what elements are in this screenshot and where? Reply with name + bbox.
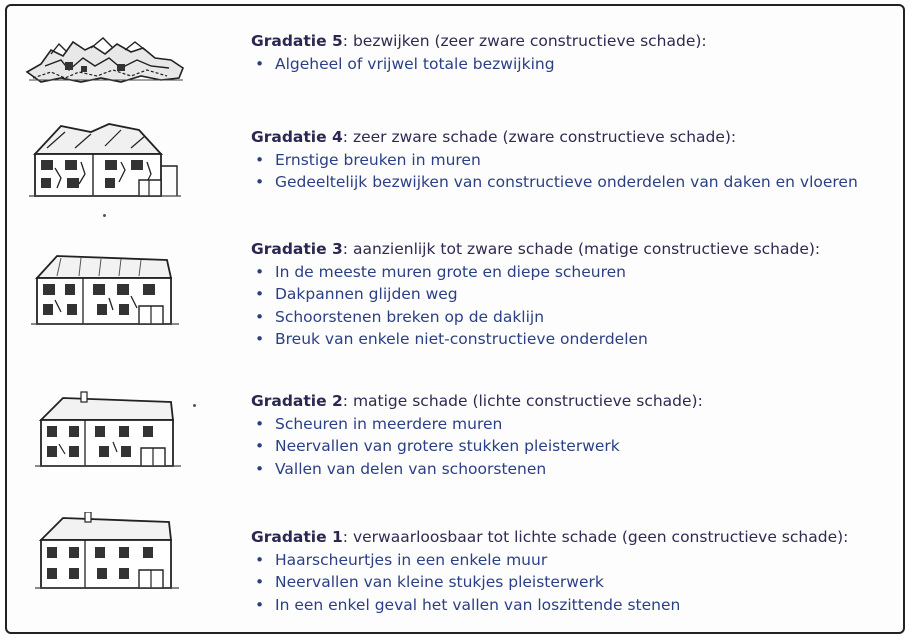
list-item: Schoorstenen breken op de daklijn: [251, 306, 820, 329]
grade-4-label: Gradatie 4: [251, 128, 343, 146]
grade-4-text: Gradatie 4: zeer zware schade (zware con…: [251, 126, 858, 194]
grade-1-text: Gradatie 1: verwaarloosbaar tot lichte s…: [251, 526, 848, 616]
heavily-damaged-building-icon: [21, 118, 191, 197]
grade-2-list: Scheuren in meerdere muren Neervallen va…: [251, 413, 703, 481]
grade-4-title: Gradatie 4: zeer zware schade (zware con…: [251, 126, 858, 149]
list-item: Gedeeltelijk bezwijken van constructieve…: [251, 171, 858, 194]
grade-3-label: Gradatie 3: [251, 240, 343, 258]
grade-1-description: : verwaarloosbaar tot lichte schade (gee…: [342, 528, 849, 546]
grade-4-description: : zeer zware schade (zware constructieve…: [342, 128, 737, 146]
moderately-damaged-building-icon: [21, 390, 191, 467]
grade-5-text: Gradatie 5: bezwijken (zeer zware constr…: [251, 30, 707, 75]
grade-3-text: Gradatie 3: aanzienlijk tot zware schade…: [251, 238, 820, 351]
scan-speck: [103, 214, 106, 217]
list-item: Breuk van enkele niet-constructieve onde…: [251, 328, 820, 351]
slightly-damaged-building-icon: [21, 511, 191, 589]
collapsed-building-icon: [21, 20, 191, 92]
grade-1-title: Gradatie 1: verwaarloosbaar tot lichte s…: [251, 526, 848, 549]
list-item: In een enkel geval het vallen van loszit…: [251, 594, 848, 617]
grade-5-description: : bezwijken (zeer zware constructieve sc…: [342, 32, 707, 50]
list-item: Dakpannen glijden weg: [251, 283, 820, 306]
grade-3-list: In de meeste muren grote en diepe scheur…: [251, 261, 820, 351]
grade-2-title: Gradatie 2: matige schade (lichte constr…: [251, 390, 703, 413]
list-item: Algeheel of vrijwel totale bezwijking: [251, 53, 707, 76]
grade-5-label: Gradatie 5: [251, 32, 343, 50]
grade-1-label: Gradatie 1: [251, 528, 343, 546]
grade-1-list: Haarscheurtjes in een enkele muur Neerva…: [251, 549, 848, 617]
grade-2-label: Gradatie 2: [251, 392, 343, 410]
grade-5-title: Gradatie 5: bezwijken (zeer zware constr…: [251, 30, 707, 53]
grade-2-description: : matige schade (lichte constructieve sc…: [342, 392, 703, 410]
list-item: Haarscheurtjes in een enkele muur: [251, 549, 848, 572]
grade-4-list: Ernstige breuken in muren Gedeeltelijk b…: [251, 149, 858, 194]
grade-2-text: Gradatie 2: matige schade (lichte constr…: [251, 390, 703, 480]
list-item: Scheuren in meerdere muren: [251, 413, 703, 436]
list-item: Neervallen van grotere stukken pleisterw…: [251, 435, 703, 458]
list-item: Ernstige breuken in muren: [251, 149, 858, 172]
list-item: Vallen van delen van schoorstenen: [251, 458, 703, 481]
grade-3-title: Gradatie 3: aanzienlijk tot zware schade…: [251, 238, 820, 261]
list-item: In de meeste muren grote en diepe scheur…: [251, 261, 820, 284]
scan-speck: [193, 404, 196, 407]
list-item: Neervallen van kleine stukjes pleisterwe…: [251, 571, 848, 594]
grade-5-list: Algeheel of vrijwel totale bezwijking: [251, 53, 707, 76]
substantially-damaged-building-icon: [21, 248, 191, 325]
grade-3-description: : aanzienlijk tot zware schade (matige c…: [342, 240, 821, 258]
damage-grades-table: Gradatie 5: bezwijken (zeer zware constr…: [5, 4, 905, 634]
